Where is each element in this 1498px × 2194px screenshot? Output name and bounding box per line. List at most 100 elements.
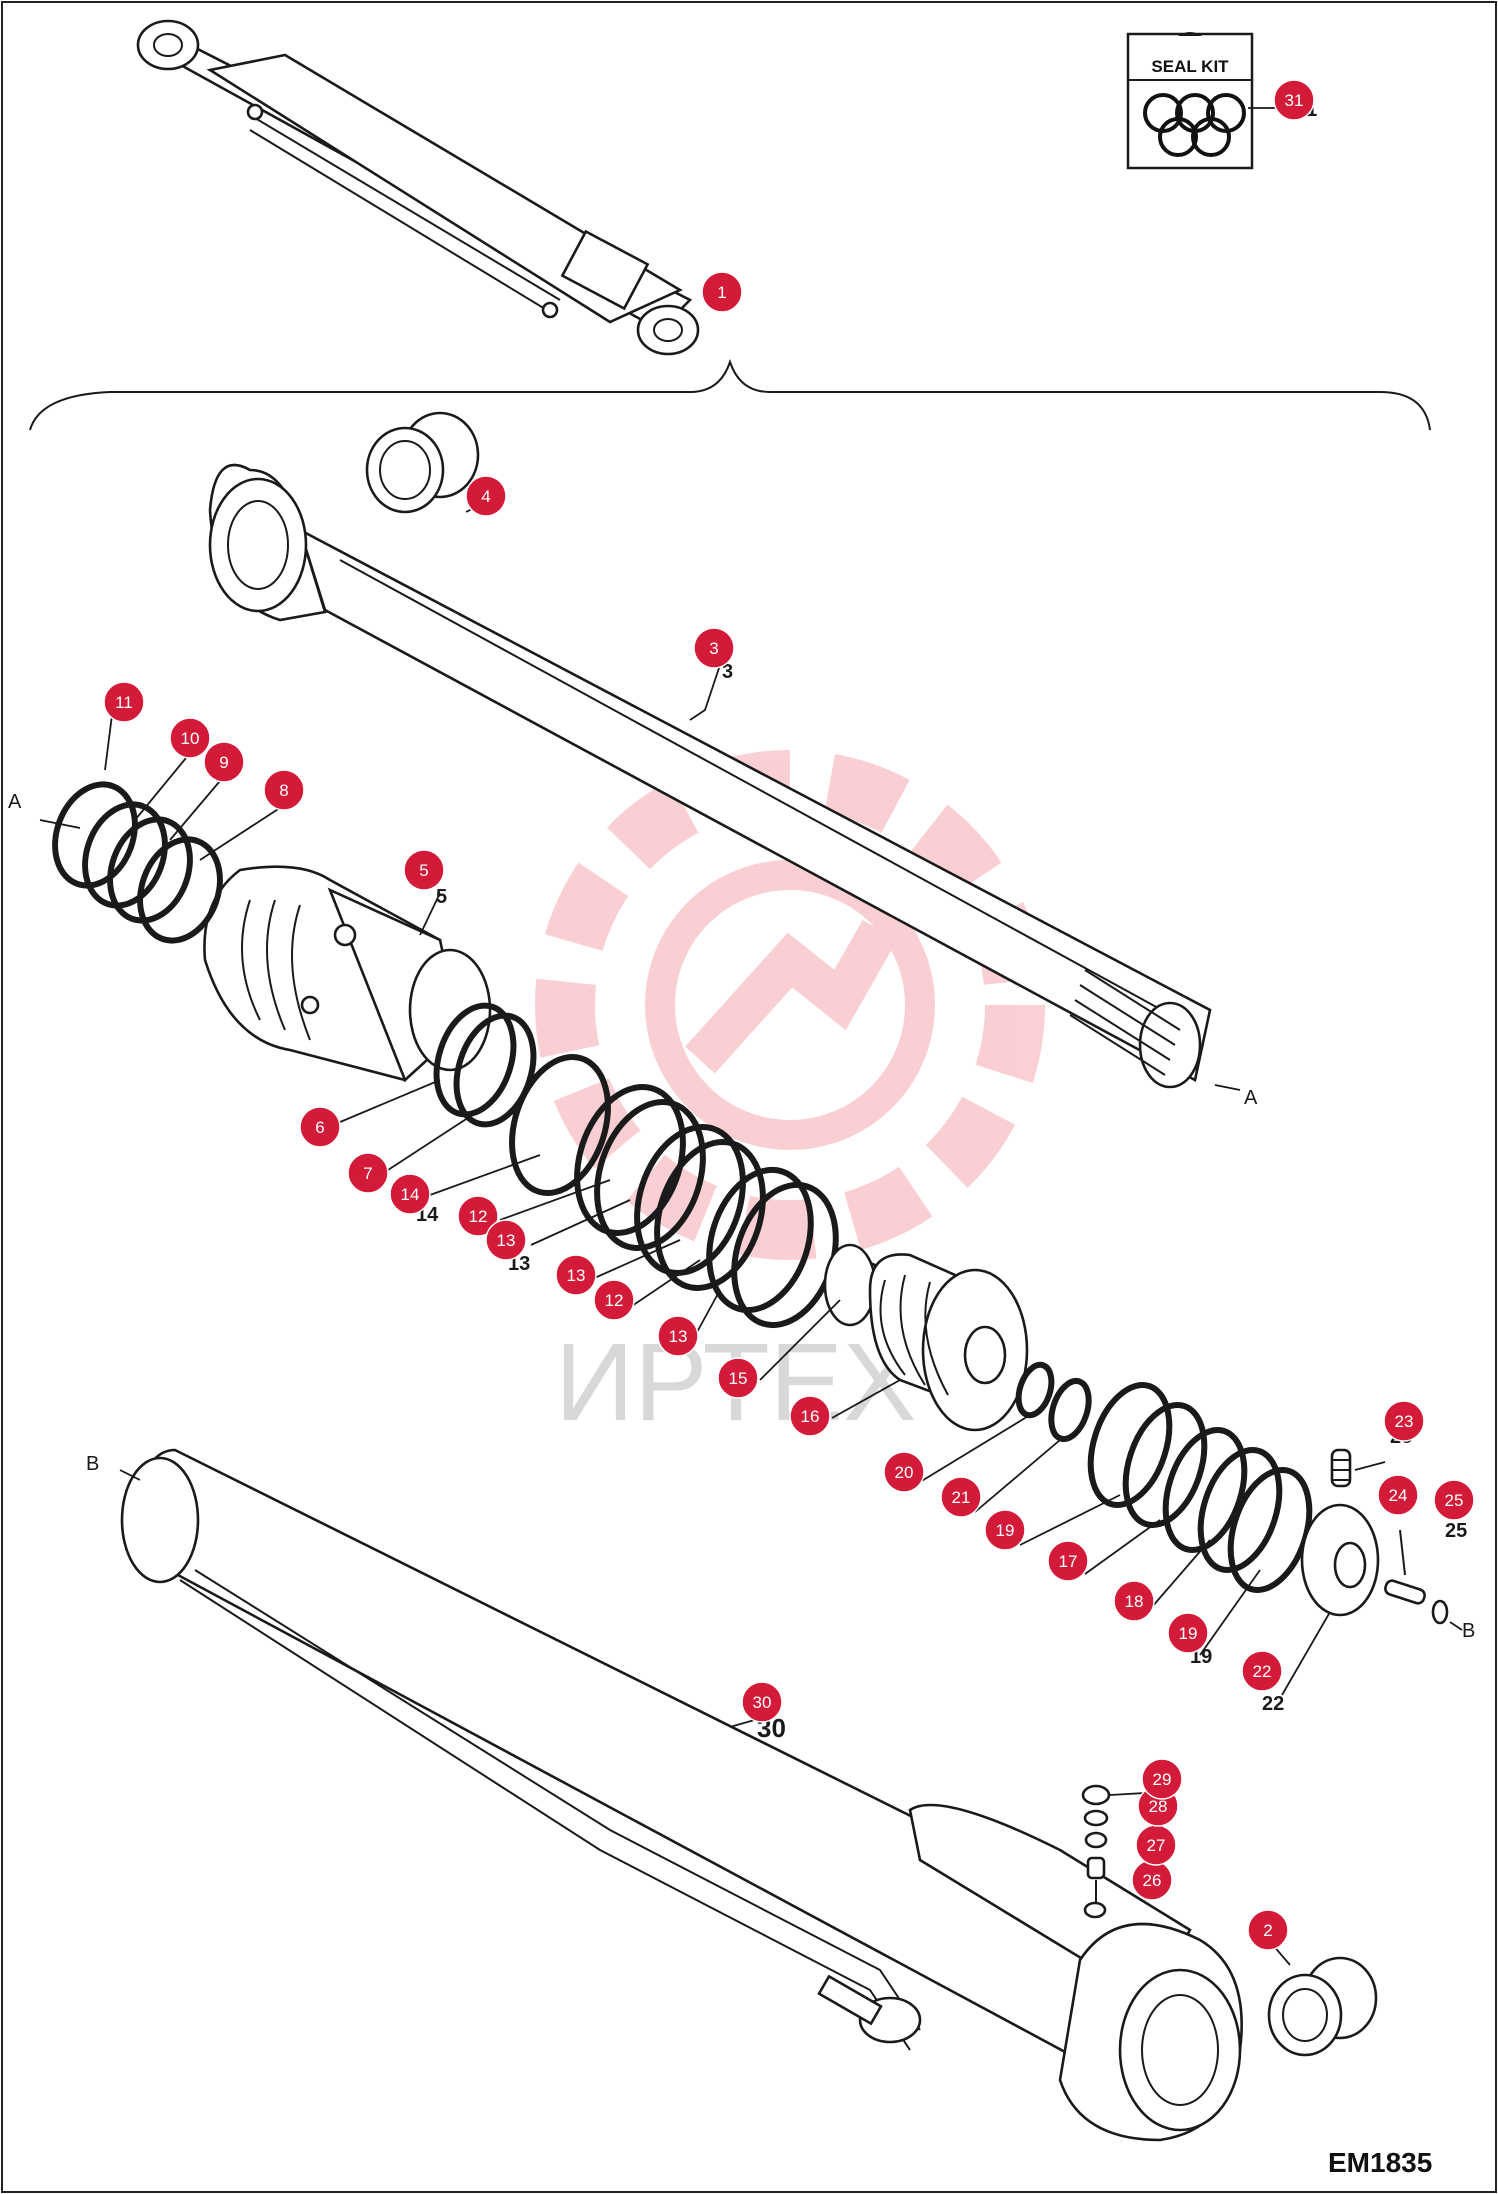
svg-text:16: 16 (801, 1407, 820, 1426)
callout-19b: 19 (1167, 1612, 1209, 1654)
callout-25: 25 (1433, 1479, 1475, 1521)
svg-text:13: 13 (669, 1327, 688, 1346)
callout-31: 31 (1273, 79, 1315, 121)
callout-13a: 13 (485, 1219, 527, 1261)
plain-number-25: 25 (1445, 1520, 1467, 1542)
svg-text:12: 12 (469, 1207, 488, 1226)
svg-text:21: 21 (952, 1488, 971, 1507)
piston-rod (208, 463, 1212, 1089)
svg-text:13: 13 (497, 1231, 516, 1250)
svg-text:8: 8 (279, 781, 288, 800)
svg-text:24: 24 (1389, 1486, 1408, 1505)
svg-text:27: 27 (1147, 1836, 1166, 1855)
callout-27: 27 (1135, 1824, 1177, 1866)
ref-letter-b-right: B (1462, 1620, 1475, 1642)
svg-text:7: 7 (363, 1164, 372, 1183)
seal-stack-left (52, 781, 223, 944)
svg-text:14: 14 (401, 1185, 420, 1204)
overview-cylinder (136, 19, 700, 356)
svg-text:26: 26 (1143, 1871, 1162, 1890)
callout-13b: 13 (555, 1254, 597, 1296)
svg-text:11: 11 (115, 693, 133, 712)
callout-10: 10 (169, 717, 211, 759)
svg-text:1: 1 (717, 283, 726, 302)
callout-20: 20 (883, 1451, 925, 1493)
callout-22: 22 (1241, 1650, 1283, 1692)
rod-thread (1069, 969, 1181, 1076)
callout-4: 4 (465, 475, 507, 517)
callout-24: 24 (1377, 1474, 1419, 1516)
piston (868, 1253, 1029, 1432)
callout-30: 30 (741, 1681, 783, 1723)
bushing-top (365, 411, 480, 514)
plain-number-3: 3 (722, 661, 733, 683)
svg-text:19: 19 (1179, 1624, 1198, 1643)
callout-1: 1 (701, 271, 743, 313)
callout-3: 3 (693, 627, 735, 669)
plain-number-5: 5 (436, 886, 447, 908)
svg-text:10: 10 (181, 729, 200, 748)
svg-text:25: 25 (1445, 1491, 1464, 1510)
piston-seals (1087, 1381, 1313, 1594)
svg-text:4: 4 (481, 487, 490, 506)
callout-12a: 12 (457, 1195, 499, 1237)
ref-letter-b-left: B (86, 1453, 99, 1475)
callout-23: 23 (1383, 1400, 1425, 1442)
lock-pin (1384, 1529, 1449, 1625)
callout-11: 11 (103, 681, 145, 723)
callout-17: 17 (1047, 1540, 1089, 1582)
svg-text:30: 30 (753, 1693, 772, 1712)
svg-text:28: 28 (1149, 1797, 1168, 1816)
callout-2: 2 (1247, 1909, 1289, 1951)
callout-18: 18 (1113, 1580, 1155, 1622)
svg-text:9: 9 (219, 753, 228, 772)
bushing-bottom (1267, 1956, 1378, 2057)
callout-12b: 12 (593, 1279, 635, 1321)
callout-5: 5 (403, 849, 445, 891)
callout-14: 14 (389, 1173, 431, 1215)
svg-text:13: 13 (567, 1266, 586, 1285)
svg-text:15: 15 (729, 1369, 748, 1388)
svg-text:17: 17 (1059, 1552, 1078, 1571)
lock-nut (1300, 1503, 1380, 1617)
seal-kit-label: SEAL KIT (1151, 57, 1229, 76)
svg-text:5: 5 (419, 861, 428, 880)
set-screw (1330, 1448, 1352, 1488)
cylinder-barrel (120, 1448, 1243, 2142)
ref-letter-a-right: A (1244, 1087, 1258, 1109)
plain-number-22: 22 (1262, 1693, 1284, 1715)
grease-fitting (1081, 1784, 1111, 1902)
callout-19a: 19 (984, 1509, 1026, 1551)
svg-text:20: 20 (895, 1463, 914, 1482)
callout-21: 21 (940, 1476, 982, 1518)
callout-26: 26 (1131, 1859, 1173, 1901)
callout-13c: 13 (657, 1315, 699, 1357)
callout-6: 6 (299, 1106, 341, 1148)
svg-text:18: 18 (1125, 1592, 1144, 1611)
svg-text:19: 19 (996, 1521, 1015, 1540)
callout-15: 15 (717, 1357, 759, 1399)
seal-stack-center (509, 1053, 839, 1329)
svg-text:23: 23 (1395, 1412, 1414, 1431)
callout-group: 1 2 3 4 5 6 7 8 9 10 11 12 12 13 13 13 1… (103, 79, 1475, 1951)
watermark-logo (535, 750, 1045, 1260)
inner-orings (1015, 1361, 1092, 1443)
cylinder-head (203, 865, 492, 1083)
ref-letter-a-left: A (8, 791, 22, 813)
assembly-bracket (29, 358, 1431, 431)
svg-text:2: 2 (1263, 1921, 1272, 1940)
svg-text:22: 22 (1253, 1662, 1272, 1681)
svg-text:31: 31 (1285, 91, 1304, 110)
callout-8: 8 (263, 769, 305, 811)
svg-text:3: 3 (709, 639, 718, 658)
callout-7: 7 (347, 1152, 389, 1194)
callout-9: 9 (203, 741, 245, 783)
svg-text:12: 12 (605, 1291, 624, 1310)
svg-text:29: 29 (1153, 1770, 1172, 1789)
callout-16: 16 (789, 1395, 831, 1437)
drawing-code: EM1835 (1328, 2147, 1432, 2178)
svg-text:6: 6 (315, 1118, 324, 1137)
